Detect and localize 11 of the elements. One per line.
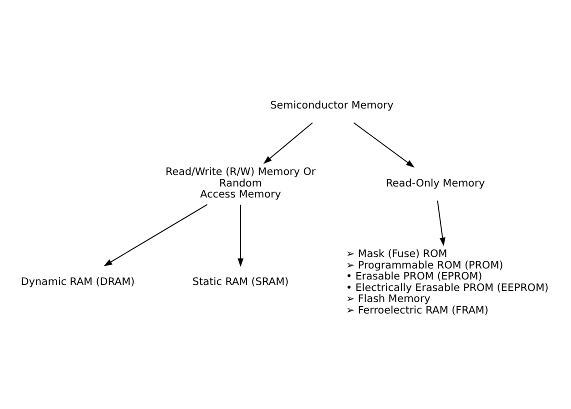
node-text: Dynamic RAM (DRAM) (20, 276, 135, 288)
arrow (437, 200, 446, 246)
arrow (263, 122, 313, 164)
node-text: Semiconductor Memory (270, 99, 394, 112)
node-text: Static RAM (SRAM) (192, 276, 289, 288)
node-text: Read-Only Memory (386, 177, 485, 190)
node-text: Read/Write (R/W) Memory Or Random Access Memory (166, 166, 316, 201)
arrow (238, 204, 244, 267)
node-text: ➢ Mask (Fuse) ROM ➢ Programmable ROM (PROM) • Erasable PROM (EPROM) • Electrically Erasable PROM (EEPROM) ➢ Flash Memory ➢ Ferroelectric RAM (FRAM) (346, 248, 549, 316)
arrow (104, 204, 208, 266)
arrow (353, 122, 415, 168)
